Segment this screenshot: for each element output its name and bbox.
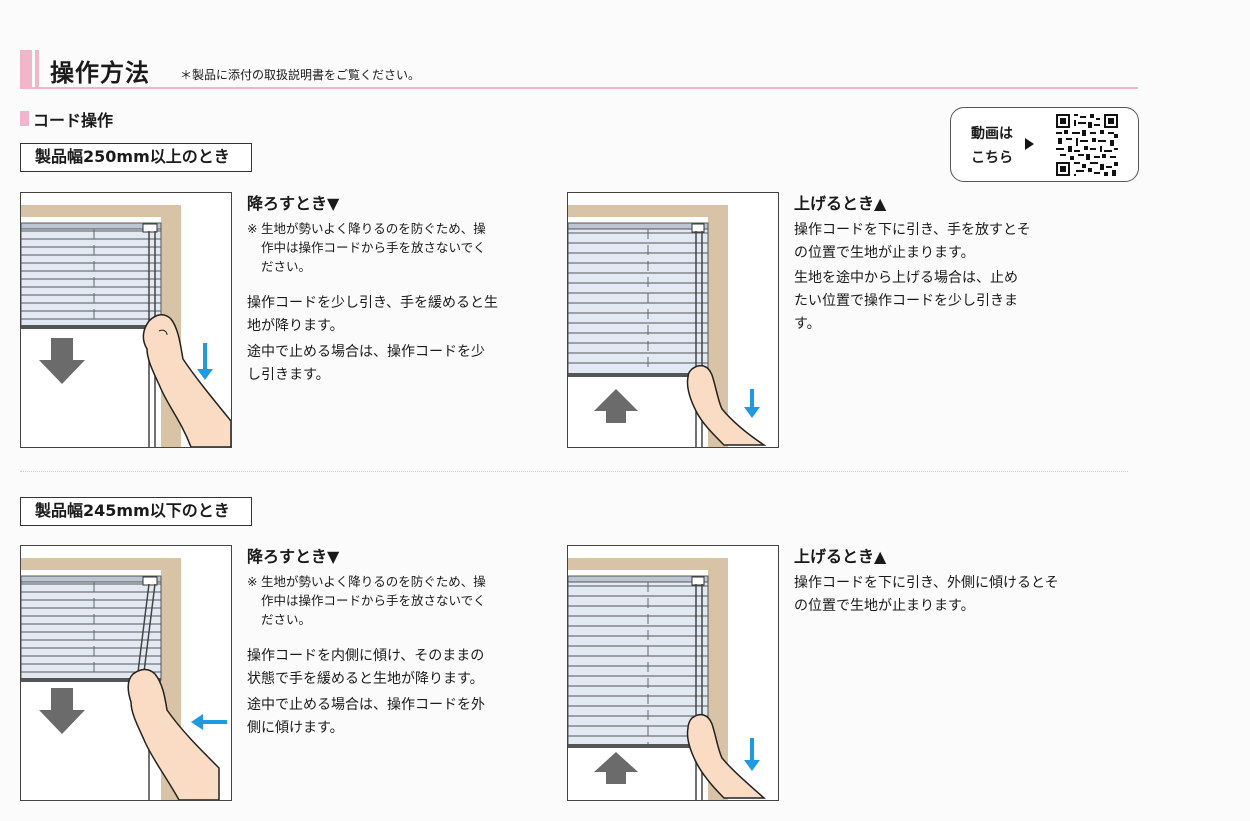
page-note: ＊製品に添付の取扱説明書をご覧ください。 — [180, 68, 421, 82]
raise-para1-wide: 操作コードを下に引き、手を放すとその位置で生地が止まります。 — [794, 222, 1031, 261]
section-title: コード操作 — [33, 111, 114, 130]
illustration-lower-narrow — [20, 545, 232, 801]
title-underline — [20, 87, 1138, 89]
title-accent-bar — [20, 50, 32, 87]
video-link-button[interactable]: 動画は こちら — [950, 107, 1139, 182]
illustration-raise-narrow — [567, 545, 779, 801]
title-accent-bar-thin — [35, 50, 39, 87]
raise-heading-narrow: 上げるとき▲ — [794, 547, 887, 566]
lower-note-narrow: ※ 生地が勢いよく降りるのを防ぐため、操作中は操作コードから手を放さないでくださ… — [247, 574, 486, 627]
illustration-lower-wide — [20, 192, 232, 448]
lower-para1-wide: 操作コードを少し引き、手を緩めると生地が降ります。 — [247, 295, 499, 334]
lower-note-wide: ※ 生地が勢いよく降りるのを防ぐため、操作中は操作コードから手を放さないでくださ… — [247, 221, 486, 274]
raise-para2-wide: 生地を途中から上げる場合は、止めたい位置で操作コードを少し引きます。 — [794, 270, 1018, 332]
play-arrow-icon — [1025, 138, 1034, 150]
raise-para1-narrow: 操作コードを下に引き、外側に傾けるとその位置で生地が止まります。 — [794, 575, 1059, 614]
page-title: 操作方法 — [50, 59, 150, 87]
raise-heading-wide: 上げるとき▲ — [794, 194, 887, 213]
lower-para2-narrow: 途中で止める場合は、操作コードを外側に傾けます。 — [247, 697, 485, 736]
size-tag-wide: 製品幅250mm以上のとき — [20, 143, 252, 172]
size-tag-narrow: 製品幅245mm以下のとき — [20, 497, 252, 526]
lower-para1-narrow: 操作コードを内側に傾け、そのままの状態で手を緩めると生地が降ります。 — [247, 648, 485, 687]
lower-heading-wide: 降ろすとき▼ — [247, 194, 340, 213]
illustration-raise-wide — [567, 192, 779, 448]
lower-para2-wide: 途中で止める場合は、操作コードを少し引きます。 — [247, 344, 485, 383]
section-divider — [20, 471, 1128, 472]
video-link-label: 動画は こちら — [971, 126, 1013, 166]
section-marker — [20, 111, 29, 126]
lower-heading-narrow: 降ろすとき▼ — [247, 547, 340, 566]
qr-code-icon[interactable] — [1056, 114, 1118, 176]
